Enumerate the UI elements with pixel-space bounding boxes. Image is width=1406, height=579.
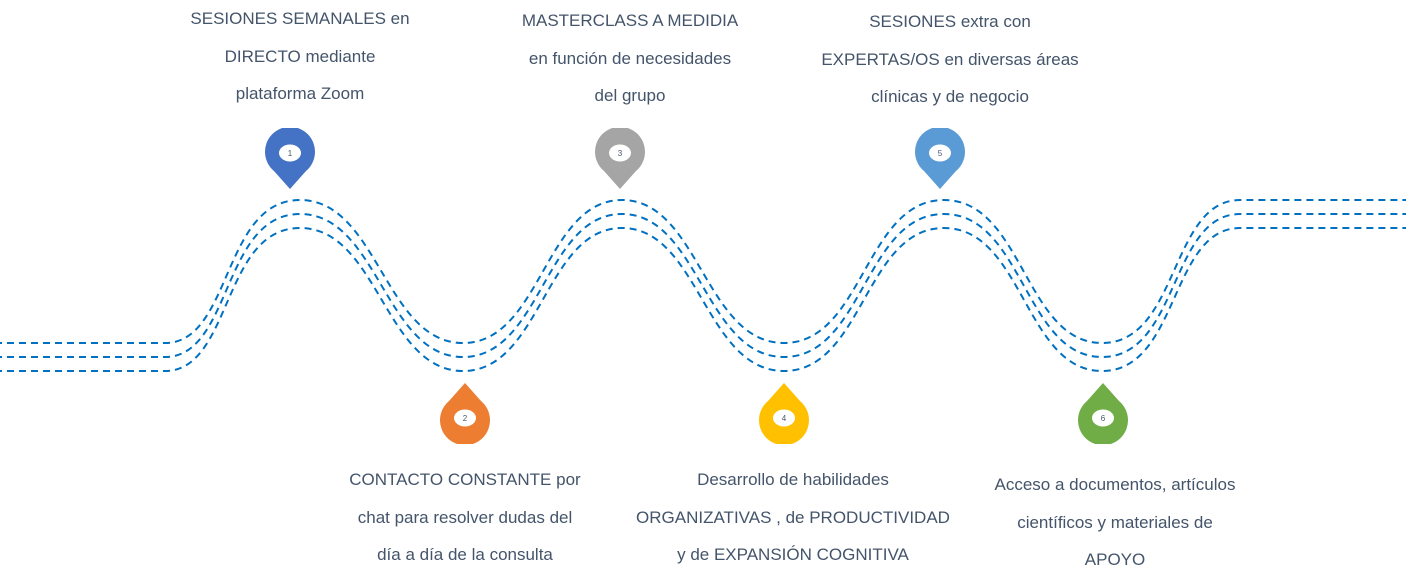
step-number: 4: [782, 414, 787, 423]
step-number: 2: [463, 414, 468, 423]
step-1-description: SESIONES SEMANALES en DIRECTO mediante pla…: [140, 0, 460, 113]
description-line: en función de necesidades: [528, 48, 732, 68]
description-line: SESIONES SEMANALES en: [190, 9, 410, 28]
step-5-pin-icon: 5: [914, 126, 966, 190]
description-line: CONTACTO CONSTANTE por: [349, 470, 581, 489]
step-2-pin-icon: 2: [439, 382, 491, 446]
description-line: EXPERTAS/OS en diversas áreas: [821, 49, 1079, 69]
description-line: y de EXPANSIÓN COGNITIVA: [677, 545, 909, 564]
description-line: SESIONES extra con: [869, 12, 1031, 31]
description-line: Desarrollo de habilidades: [697, 470, 889, 489]
description-line: MASTERCLASS A MEDIDIA: [521, 11, 739, 30]
description-line: Acceso a documentos, artículos: [994, 475, 1236, 494]
step-6-description: Acceso a documentos, artículos científico…: [955, 466, 1275, 579]
step-2-description: CONTACTO CONSTANTE por chat para resolver…: [305, 461, 625, 574]
description-line: chat para resolver dudas del: [357, 507, 573, 527]
description-line: científicos y materiales de: [1017, 512, 1213, 532]
description-line: plataforma Zoom: [235, 84, 365, 103]
step-number: 6: [1101, 414, 1106, 423]
description-line: APOYO: [1084, 550, 1146, 569]
dashed-line-3: [0, 226, 1406, 373]
step-number: 5: [938, 149, 943, 158]
description-line: clínicas y de negocio: [871, 87, 1029, 106]
step-number: 1: [288, 149, 293, 158]
step-3-description: MASTERCLASS A MEDIDIA en función de neces…: [470, 2, 790, 115]
dashed-line-2: [0, 212, 1406, 359]
description-line: DIRECTO mediante: [224, 46, 376, 66]
description-line: día a día de la consulta: [377, 545, 553, 564]
step-1-pin-icon: 1: [264, 126, 316, 190]
step-number: 3: [618, 149, 623, 158]
step-3-pin-icon: 3: [594, 126, 646, 190]
step-4-pin-icon: 4: [758, 382, 810, 446]
description-line: del grupo: [594, 86, 666, 105]
description-line: ORGANIZATIVAS , de PRODUCTIVIDAD: [636, 507, 950, 527]
dashed-line-1: [0, 198, 1406, 345]
step-6-pin-icon: 6: [1077, 382, 1129, 446]
